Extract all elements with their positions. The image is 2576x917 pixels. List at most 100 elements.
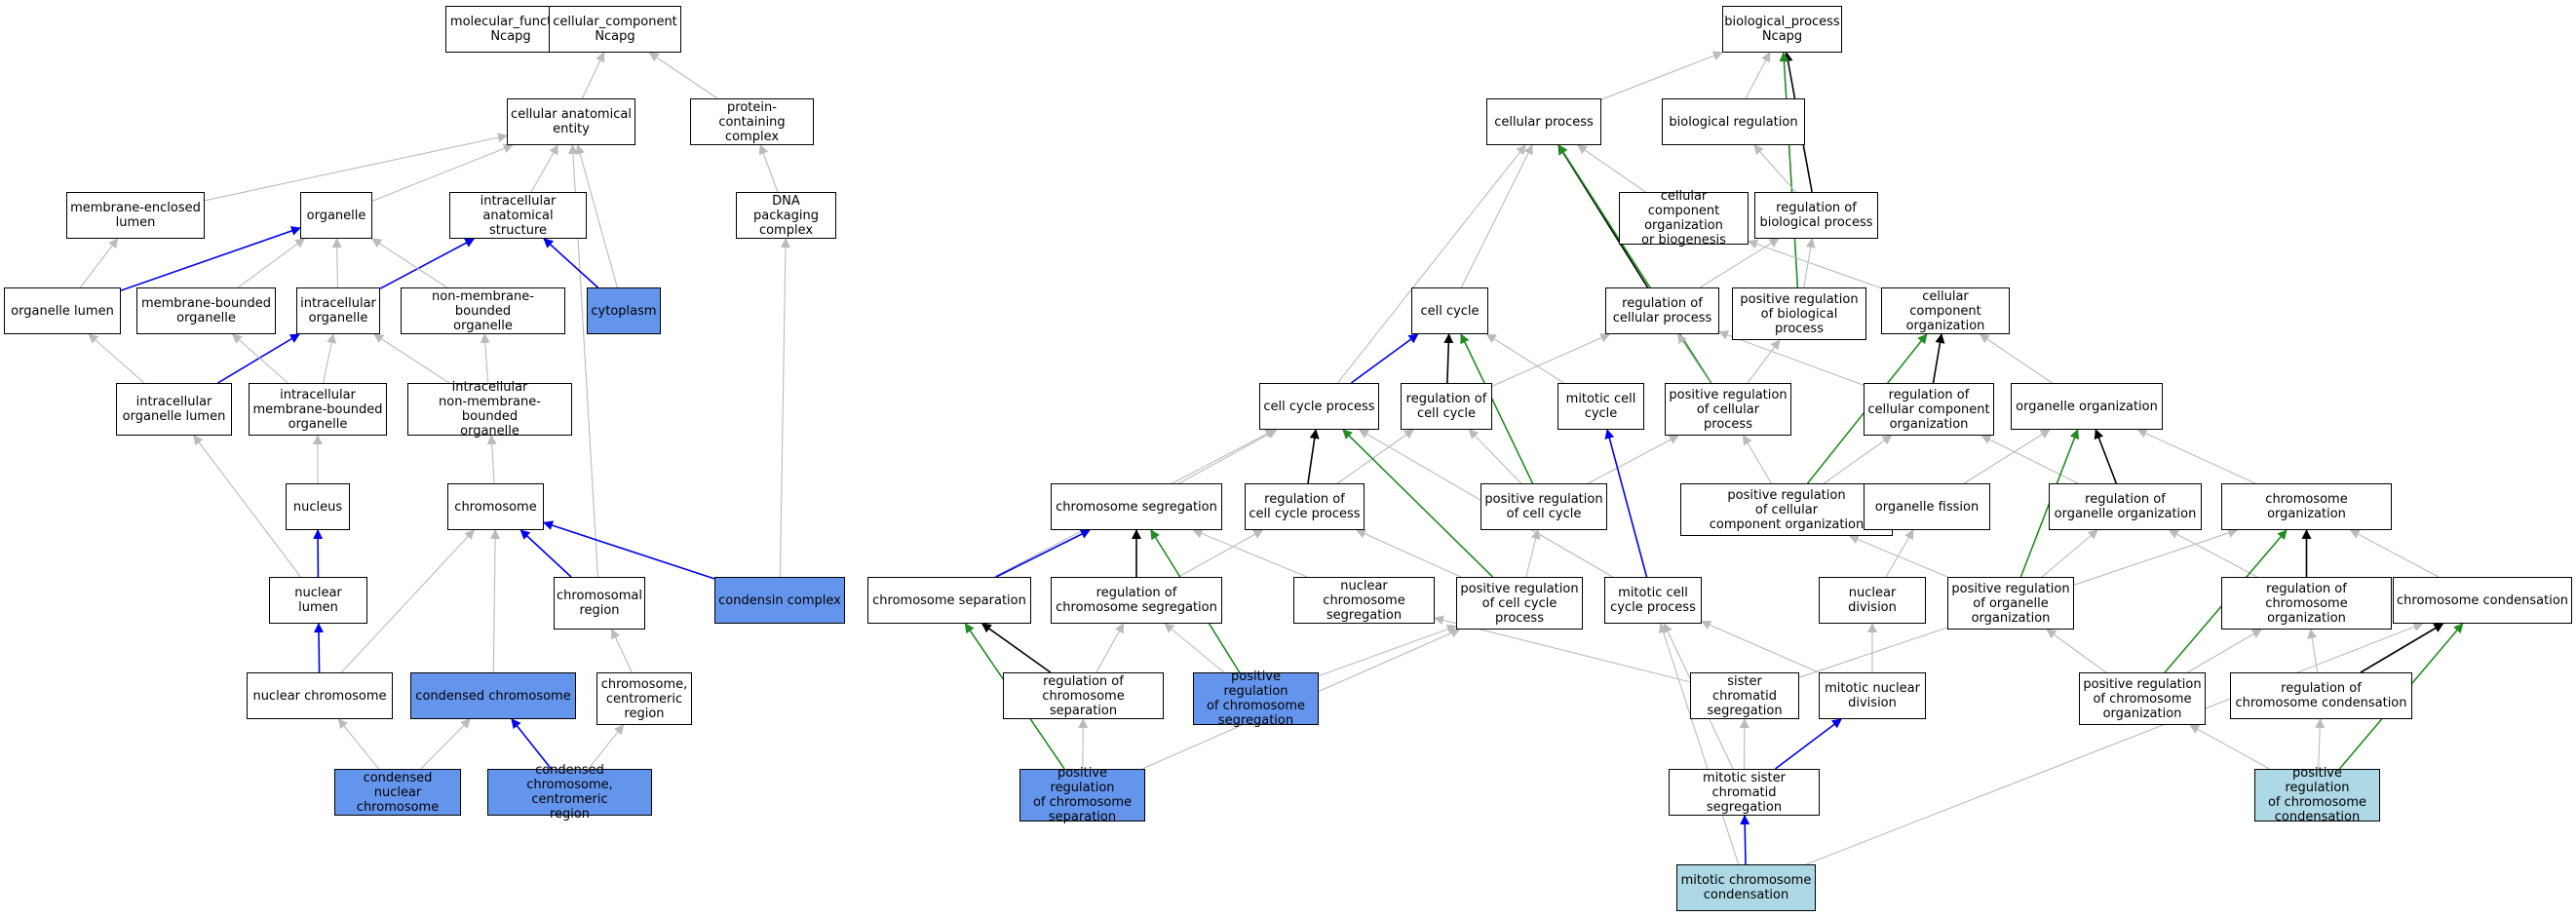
edge-positive_regulation_of_cell_cycle-to-positive_regulation_of_cellular_process [1588, 435, 1679, 484]
node-intracellular-organelle-lumen[interactable]: intracellular organelle lumen [116, 383, 232, 436]
node-biological-process[interactable]: biological_process Ncapg [1722, 6, 1842, 53]
node-condensed-chromosome-centromeric-region[interactable]: condensed chromosome, centromeric region [487, 763, 652, 821]
node-positive-regulation-of-organelle-organization[interactable]: positive regulation of organelle organiz… [1947, 577, 2074, 630]
node-regulation-of-cell-cycle[interactable]: regulation of cell cycle [1401, 383, 1492, 430]
node-cell-cycle-process[interactable]: cell cycle process [1259, 383, 1379, 430]
edge-mitotic_chromosome_condensation-to-mitotic_cell_cycle_process [1658, 623, 1740, 865]
node-regulation-of-cell-cycle-process[interactable]: regulation of cell cycle process [1245, 483, 1365, 530]
edge-organelle_organization-to-cellular_component_organization [1979, 333, 2053, 384]
edge-condensed_chromosome_centromeric_region-to-chromosome_centromeric_region [588, 724, 625, 770]
node-positive-regulation-of-cell-cycle-process[interactable]: positive regulation of cell cycle proces… [1456, 577, 1583, 630]
edge-organelle_fission-to-organelle_organization [1963, 429, 2051, 484]
node-sister-chromatid-segregation[interactable]: sister chromatid segregation [1690, 672, 1799, 719]
node-intracellular-anatomical-structure[interactable]: intracellular anatomical structure [449, 192, 587, 239]
edge-regulation_of_chromosome_condensation-to-chromosome_condensation [2360, 623, 2444, 673]
node-dna-packaging-complex[interactable]: DNA packaging complex [736, 192, 836, 239]
edge-non_membrane_bounded_organelle-to-organelle [371, 238, 447, 288]
edge-positive_regulation_of_organelle_organization-to-positive_regulation_of_cellular_component_organization [1848, 534, 1948, 578]
node-positive-regulation-of-biological-process[interactable]: positive regulation of biological proces… [1732, 287, 1866, 340]
edge-cytoplasm-to-intracellular_anatomical_structure [543, 238, 598, 288]
node-nuclear-lumen[interactable]: nuclear lumen [269, 577, 367, 624]
edge-positive_regulation_of_cellular_process-to-cellular_process [1557, 144, 1712, 384]
node-regulation-of-chromosome-condensation[interactable]: regulation of chromosome condensation [2230, 672, 2412, 719]
node-nuclear-chromosome[interactable]: nuclear chromosome [247, 672, 393, 719]
node-mitotic-cell-cycle-process[interactable]: mitotic cell cycle process [1604, 577, 1702, 624]
node-membrane-enclosed-lumen[interactable]: membrane-enclosed lumen [66, 192, 205, 239]
edge-positive_regulation_of_cellular_process-to-regulation_of_cellular_process [1676, 333, 1711, 384]
node-positive-regulation-of-chromosome-separation[interactable]: positive regulation of chromosome separa… [1019, 766, 1145, 824]
node-mitotic-cell-cycle[interactable]: mitotic cell cycle [1557, 383, 1644, 430]
node-cytoplasm[interactable]: cytoplasm [587, 287, 661, 334]
node-cellular-process[interactable]: cellular process [1486, 98, 1601, 145]
node-cellular-component[interactable]: cellular_component Ncapg [549, 6, 681, 53]
node-nuclear-division[interactable]: nuclear division [1819, 577, 1926, 624]
node-positive-regulation-of-chromosome-condensation[interactable]: positive regulation of chromosome conden… [2254, 766, 2380, 824]
node-membrane-bounded-organelle[interactable]: membrane-bounded organelle [136, 287, 276, 334]
node-chromosome-organization[interactable]: chromosome organization [2221, 483, 2392, 530]
edge-membrane_bounded_organelle-to-organelle [237, 238, 306, 288]
node-condensed-nuclear-chromosome[interactable]: condensed nuclear chromosome [334, 769, 461, 816]
node-cell-cycle[interactable]: cell cycle [1411, 287, 1488, 334]
edge-intracellular_organelle_lumen-to-organelle_lumen [88, 333, 145, 384]
node-condensed-chromosome[interactable]: condensed chromosome [410, 672, 576, 719]
edge-cellular_process-to-biological_process [1600, 51, 1723, 100]
node-positive-regulation-of-chromosome-segregation[interactable]: positive regulation of chromosome segreg… [1193, 669, 1319, 728]
edge-cytoplasm-to-cellular_anatomical_entity [575, 144, 618, 288]
edge-cell_cycle_process-to-cell_cycle [1350, 333, 1419, 384]
node-regulation-of-biological-process[interactable]: regulation of biological process [1754, 192, 1878, 239]
node-regulation-of-chromosome-organization[interactable]: regulation of chromosome organization [2221, 577, 2392, 630]
node-chromosomal-region[interactable]: chromosomal region [554, 577, 645, 630]
node-organelle-lumen[interactable]: organelle lumen [4, 287, 121, 334]
edge-positive_regulation_of_cellular_component_organization-to-regulation_of_cellular_component_organization [1823, 435, 1893, 484]
edge-organelle-to-cellular_anatomical_entity [371, 143, 514, 202]
node-positive-regulation-of-cellular-process[interactable]: positive regulation of cellular process [1665, 383, 1791, 436]
node-nuclear-chromosome-segregation[interactable]: nuclear chromosome segregation [1293, 577, 1435, 624]
node-positive-regulation-of-cell-cycle[interactable]: positive regulation of cell cycle [1480, 483, 1607, 530]
edge-positive_regulation_of_chromosome_segregation-to-positive_regulation_of_cell_cycle_process [1318, 624, 1457, 677]
edge-intracellular_membrane_bounded_organelle-to-intracellular_organelle [323, 333, 337, 384]
edge-intracellular_membrane_bounded_organelle-to-membrane_bounded_organelle [231, 333, 288, 384]
edge-positive_regulation_of_chromosome_separation-to-regulation_of_chromosome_separation [1078, 718, 1089, 770]
edge-condensin_complex-to-chromosome [543, 520, 715, 580]
node-cellular-component-organization-or-biogenesis[interactable]: cellular component organization or bioge… [1619, 189, 1749, 248]
node-intracellular-membrane-bounded-organelle[interactable]: intracellular membrane-bounded organelle [249, 383, 387, 436]
node-biological-regulation[interactable]: biological regulation [1662, 98, 1805, 145]
edge-positive_regulation_of_biological_process-to-biological_process [1779, 52, 1799, 288]
node-regulation-of-cellular-component-organization[interactable]: regulation of cellular component organiz… [1864, 383, 1994, 436]
node-cellular-component-organization[interactable]: cellular component organization [1881, 287, 2010, 334]
node-mitotic-sister-chromatid-segregation[interactable]: mitotic sister chromatid segregation [1669, 769, 1820, 816]
node-intracellular-non-membrane-bounded-organelle[interactable]: intracellular non-membrane-bounded organ… [407, 380, 572, 439]
node-chromosome-separation[interactable]: chromosome separation [867, 577, 1031, 624]
node-chromosome[interactable]: chromosome [447, 483, 544, 530]
edge-cellular_component_organization_or_biogenesis-to-cellular_process [1576, 144, 1646, 193]
edge-positive_regulation_of_chromosome_segregation-to-regulation_of_chromosome_segregation [1164, 623, 1225, 673]
node-cellular-anatomical-entity[interactable]: cellular anatomical entity [507, 98, 635, 145]
edge-chromosome_organization-to-organelle_organization [2136, 429, 2256, 484]
edge-regulation_of_cell_cycle-to-regulation_of_cellular_process [1491, 333, 1611, 387]
node-intracellular-organelle[interactable]: intracellular organelle [296, 287, 380, 334]
node-chromosome-condensation[interactable]: chromosome condensation [2393, 577, 2572, 624]
edge-mitotic_nuclear_division-to-mitotic_cell_cycle_process [1701, 620, 1820, 673]
node-protein-containing-complex[interactable]: protein-containing complex [690, 98, 814, 145]
node-positive-regulation-of-cellular-component-organization[interactable]: positive regulation of cellular componen… [1680, 483, 1893, 536]
node-regulation-of-cellular-process[interactable]: regulation of cellular process [1605, 287, 1719, 334]
node-regulation-of-chromosome-segregation[interactable]: regulation of chromosome segregation [1051, 577, 1222, 624]
node-nucleus[interactable]: nucleus [286, 483, 350, 530]
node-mitotic-nuclear-division[interactable]: mitotic nuclear division [1819, 672, 1926, 719]
node-non-membrane-bounded-organelle[interactable]: non-membrane-bounded organelle [401, 287, 565, 334]
edge-biological_regulation-to-biological_process [1745, 52, 1771, 99]
node-organelle-organization[interactable]: organelle organization [2011, 383, 2163, 430]
node-mitotic-chromosome-condensation[interactable]: mitotic chromosome condensation [1676, 864, 1816, 911]
node-positive-regulation-of-chromosome-organization[interactable]: positive regulation of chromosome organi… [2079, 672, 2206, 725]
node-condensin-complex[interactable]: condensin complex [714, 577, 845, 624]
node-chromosome-segregation[interactable]: chromosome segregation [1051, 483, 1222, 530]
node-organelle[interactable]: organelle [300, 192, 372, 239]
edge-mitotic_sister_chromatid_segregation-to-mitotic_nuclear_division [1774, 718, 1842, 770]
node-regulation-of-chromosome-separation[interactable]: regulation of chromosome separation [1003, 672, 1164, 719]
node-regulation-of-organelle-organization[interactable]: regulation of organelle organization [2049, 483, 2202, 530]
node-organelle-fission[interactable]: organelle fission [1864, 483, 1990, 530]
node-chromosome-centromeric-region[interactable]: chromosome, centromeric region [596, 672, 692, 725]
edge-nuclear_lumen-to-intracellular_organelle_lumen [193, 435, 301, 578]
edge-positive_regulation_of_chromosome_organization-to-regulation_of_chromosome_organization [2187, 629, 2262, 673]
edge-regulation_of_biological_process-to-biological_regulation [1753, 144, 1796, 193]
